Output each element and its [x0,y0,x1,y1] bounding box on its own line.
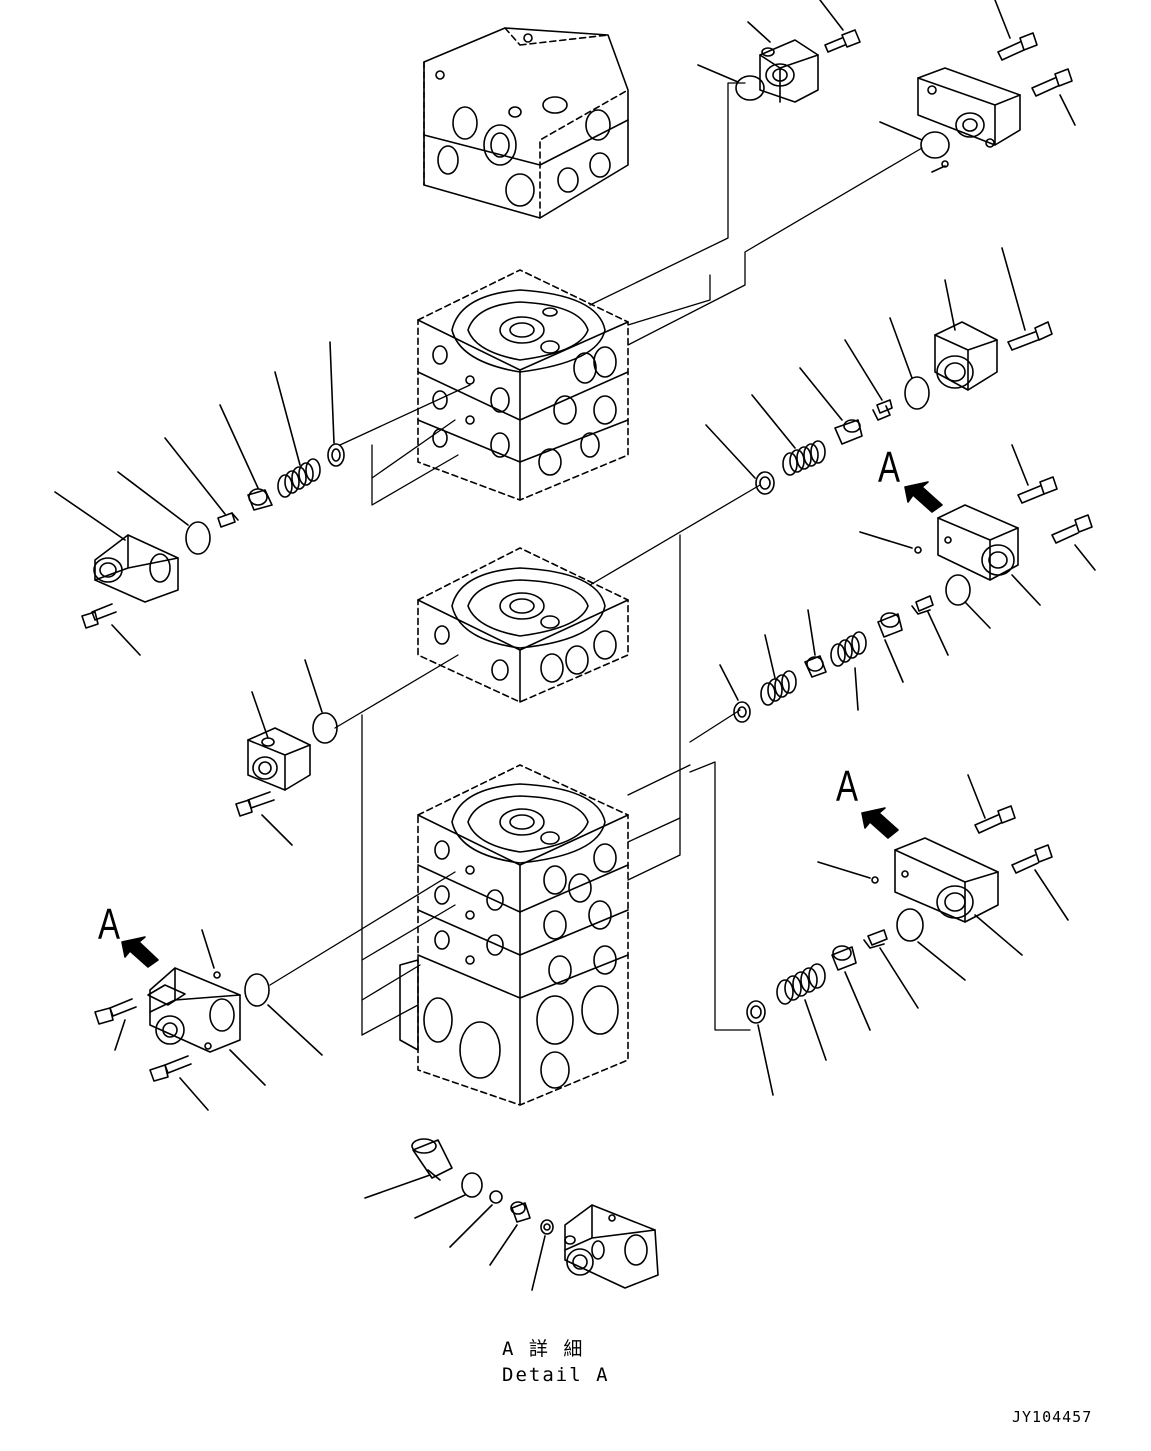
retainer-left-upper [327,341,345,467]
flange-cap-left-upper [54,491,179,603]
plug-left-upper [164,437,239,528]
detail-caption-english: Detail A [502,1364,610,1386]
detail-a-cap-upper-right [937,504,1041,606]
plug-upper-right [844,339,893,421]
detail-a-cap-lower-left [147,967,266,1086]
detail-a-washer [531,1219,554,1291]
o-ring-top-center [697,64,765,101]
valve-section-block-upper [417,269,629,501]
flange-cap-middle-left [247,691,311,791]
retainer-lower-right [746,1000,774,1096]
piston-middle-right [877,612,904,683]
o-ring-left-upper [117,471,211,555]
spring-middle-right-2 [760,634,797,706]
valve-section-block-lower [399,764,629,1106]
retainer-upper-right [705,424,775,495]
spring-upper-right [751,394,826,476]
bolt-left-upper [81,603,141,656]
plug-middle-right [911,595,949,656]
detail-caption-japanese: A 詳 細 [502,1338,585,1360]
bolt-top-right-1 [994,0,1038,61]
piston-upper-right [799,367,863,445]
pin-detail-a-left [201,929,221,979]
plug-lower-right [863,929,919,1009]
o-ring-upper-right [889,317,930,410]
pin-detail-a-lower [817,861,879,884]
retainer-middle-right [719,664,751,723]
piston-lower-right [831,945,871,1031]
bolt-detail-a-lower-2 [1011,844,1069,921]
bolt-upper-right [1001,247,1053,351]
flange-cap-upper-right [934,279,998,391]
pin-detail-a-upper [859,531,922,554]
o-ring-detail-a-upper [945,574,991,629]
detail-a-seat [489,1201,531,1266]
leader-flange-top-center [747,21,771,43]
callout-a-lower-right: A [836,762,859,811]
spring-left-upper [274,371,321,498]
callout-a-lower-left: A [98,900,121,949]
arrow-detail-a-lower [861,807,899,839]
detail-a-plug [364,1138,453,1199]
flange-cap-top-center [759,39,819,103]
bolt-detail-a-left-2 [149,1055,209,1111]
bolt-detail-a-left-1 [94,998,137,1051]
valve-top-cap-block [423,27,629,219]
bolt-detail-a-upper-1 [1011,444,1058,504]
o-ring-middle-left [304,659,338,744]
arrow-detail-a-upper [904,481,943,513]
bolt-top-right-2 [1031,68,1076,126]
o-ring-detail-a-lower [896,908,966,981]
valve-section-block-middle [417,547,629,703]
seat-middle-right [804,609,827,678]
detail-a-ball [449,1190,503,1248]
assembly-centerlines [269,82,923,1036]
o-ring-top-right [879,121,950,173]
spring-middle-right [830,631,867,711]
bolt-detail-a-upper-2 [1051,514,1096,571]
detail-a-o-ring [414,1172,483,1219]
detail-a-cap-lower-right [894,837,1023,956]
piston-left-upper [219,404,273,511]
bolt-detail-a-lower-1 [967,774,1016,834]
arrow-detail-a-left [121,936,159,968]
callout-a-upper-right: A [878,443,901,492]
bolt-top-center [819,0,861,53]
spring-lower-right [776,963,827,1061]
flange-cap-top-right [917,67,1021,148]
o-ring-detail-a-left [244,973,323,1056]
drawing-id: JY104457 [1012,1408,1093,1426]
detail-a-cap-body [564,1204,659,1289]
bolt-middle-left [235,791,293,846]
